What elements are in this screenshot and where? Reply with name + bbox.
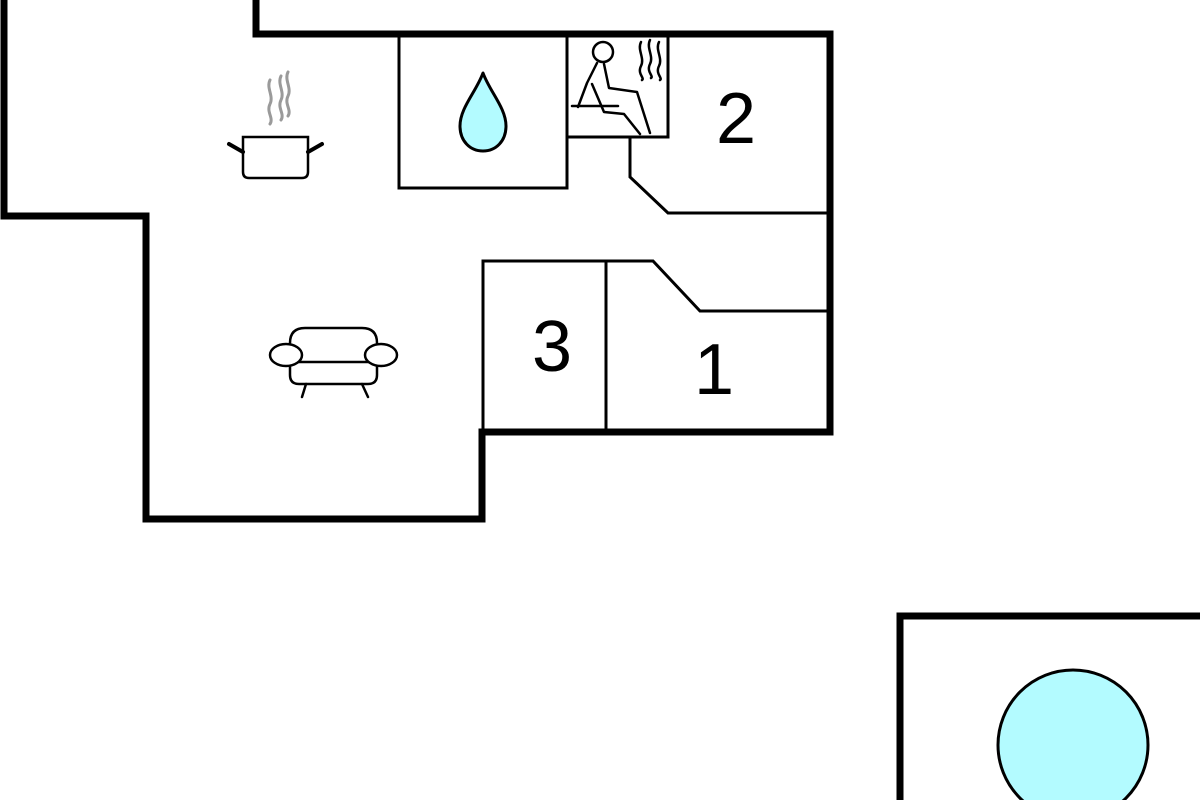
steam-icon bbox=[267, 70, 291, 126]
sauna-steam-icon bbox=[638, 38, 662, 82]
room-number-1: 1 bbox=[694, 330, 734, 410]
armchair-icon bbox=[268, 326, 399, 399]
sauna-icon bbox=[570, 38, 662, 136]
outer-walls bbox=[0, 0, 834, 523]
pool-icon bbox=[996, 668, 1150, 800]
pool-area-wall bbox=[896, 612, 1200, 800]
cooking-pot-icon bbox=[227, 70, 324, 180]
bedroom-2-wall bbox=[628, 137, 828, 215]
interior-walls bbox=[397, 34, 828, 432]
bedroom-3-wall bbox=[481, 259, 828, 432]
pool-area bbox=[896, 612, 1200, 800]
room-number-2: 2 bbox=[716, 79, 756, 159]
room-number-3: 3 bbox=[532, 307, 572, 387]
water-drop-icon bbox=[458, 71, 508, 153]
sauna-wall bbox=[565, 34, 670, 139]
outer-wall bbox=[0, 0, 834, 523]
